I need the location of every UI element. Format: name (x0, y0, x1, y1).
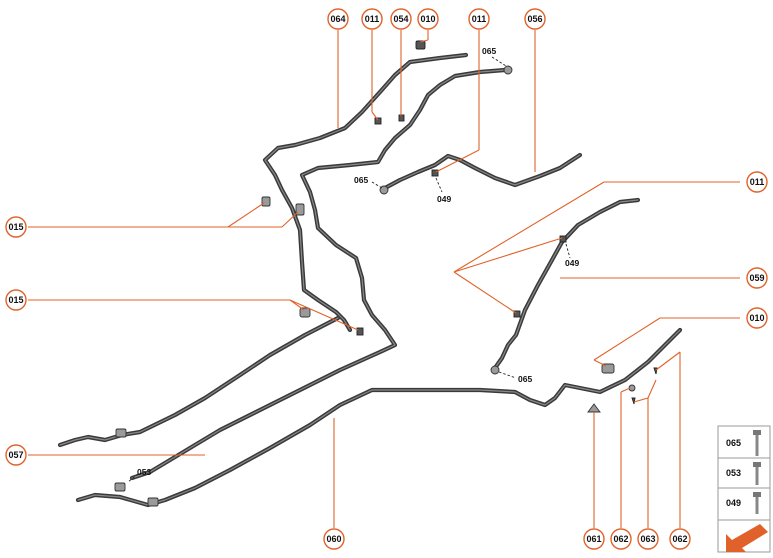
svg-text:063: 063 (640, 534, 655, 544)
svg-text:061: 061 (586, 534, 601, 544)
parts (114, 40, 658, 507)
svg-text:015: 015 (8, 222, 23, 232)
svg-text:060: 060 (326, 534, 341, 544)
callout-063: 063 (637, 528, 659, 550)
bolt-shaft-icon (755, 467, 759, 485)
label-065-center: 065 (354, 175, 368, 185)
pipe-060 (75, 327, 683, 508)
callout-060: 060 (323, 528, 345, 550)
label-053: 053 (137, 467, 151, 477)
fitting-015-d (356, 327, 364, 336)
legend-item-053: 053 (717, 457, 771, 491)
fitting-011-a (374, 117, 382, 125)
callout-054: 054 (390, 8, 412, 30)
clip-010-top (415, 40, 426, 50)
callouts: 064 011 054 010 011 056 011 059 010 015 … (5, 8, 768, 550)
connector-053 (114, 482, 126, 492)
clip-015-a (261, 196, 271, 207)
connector-057 (115, 428, 127, 438)
fitting-011-b (431, 169, 439, 177)
clip-010-right (601, 363, 615, 374)
bolt-065-c (490, 365, 500, 375)
pipe-057 (57, 315, 341, 448)
grommet-061 (587, 403, 601, 413)
svg-text:056: 056 (527, 14, 542, 24)
label-049-center: 049 (437, 194, 451, 204)
callout-010-top: 010 (417, 8, 439, 30)
callout-leaders (28, 30, 740, 528)
svg-text:062: 062 (613, 534, 628, 544)
svg-text:011: 011 (472, 14, 487, 24)
callout-011-a: 011 (361, 8, 383, 30)
svg-text:053: 053 (726, 468, 741, 478)
pipe-network (57, 52, 683, 508)
pipe-upper-center (129, 67, 508, 481)
label-065-bottom: 065 (518, 374, 532, 384)
callout-015-b: 015 (5, 289, 27, 311)
svg-text:054: 054 (393, 14, 408, 24)
dashed-leaders (127, 56, 571, 483)
svg-text:010: 010 (420, 14, 435, 24)
svg-text:015: 015 (8, 295, 23, 305)
legend-item-049: 049 (717, 487, 771, 521)
bolt-shaft-icon (755, 435, 759, 456)
bolt-head-icon (753, 492, 761, 497)
svg-text:057: 057 (8, 450, 23, 460)
label-049-right: 049 (565, 258, 579, 268)
svg-text:062: 062 (672, 534, 687, 544)
callout-015-a: 015 (5, 216, 27, 238)
pipe-064 (262, 52, 469, 333)
bolt-head-icon (753, 430, 761, 435)
pin-063 (631, 397, 636, 405)
svg-text:010: 010 (749, 313, 764, 323)
bolt-065-b (379, 185, 389, 195)
svg-text:065: 065 (726, 438, 741, 448)
callout-059: 059 (746, 267, 768, 289)
callout-062-a: 062 (610, 528, 632, 550)
svg-text:011: 011 (750, 177, 765, 187)
connector-060 (147, 497, 159, 507)
legend: 065 053 049 (717, 425, 771, 553)
callout-011-right: 011 (746, 171, 768, 193)
svg-text:049: 049 (726, 498, 741, 508)
callout-061: 061 (583, 528, 605, 550)
fitting-011-c (559, 235, 567, 243)
bolt-065-a (503, 65, 513, 75)
callout-010-right: 010 (746, 307, 768, 329)
callout-064: 064 (327, 8, 349, 30)
callout-056: 056 (524, 8, 546, 30)
clip-015-c (299, 307, 311, 318)
legend-item-065: 065 (717, 425, 771, 461)
next-page-button[interactable] (717, 519, 771, 553)
svg-text:059: 059 (749, 273, 764, 283)
callout-062-b: 062 (669, 528, 691, 550)
callout-057: 057 (5, 444, 27, 466)
pipe-059 (492, 197, 641, 371)
pipe-056 (382, 152, 583, 191)
bolt-head-icon (753, 462, 761, 467)
fitting-011-d (513, 310, 521, 318)
arrow-down-left-icon (726, 524, 768, 552)
svg-text:011: 011 (365, 14, 380, 24)
callout-011-b: 011 (468, 8, 490, 30)
bolt-shaft-icon (755, 497, 759, 514)
svg-text:064: 064 (330, 14, 345, 24)
part-labels: 065 065 049 049 065 053 (137, 46, 579, 477)
label-065-top: 065 (482, 46, 496, 56)
